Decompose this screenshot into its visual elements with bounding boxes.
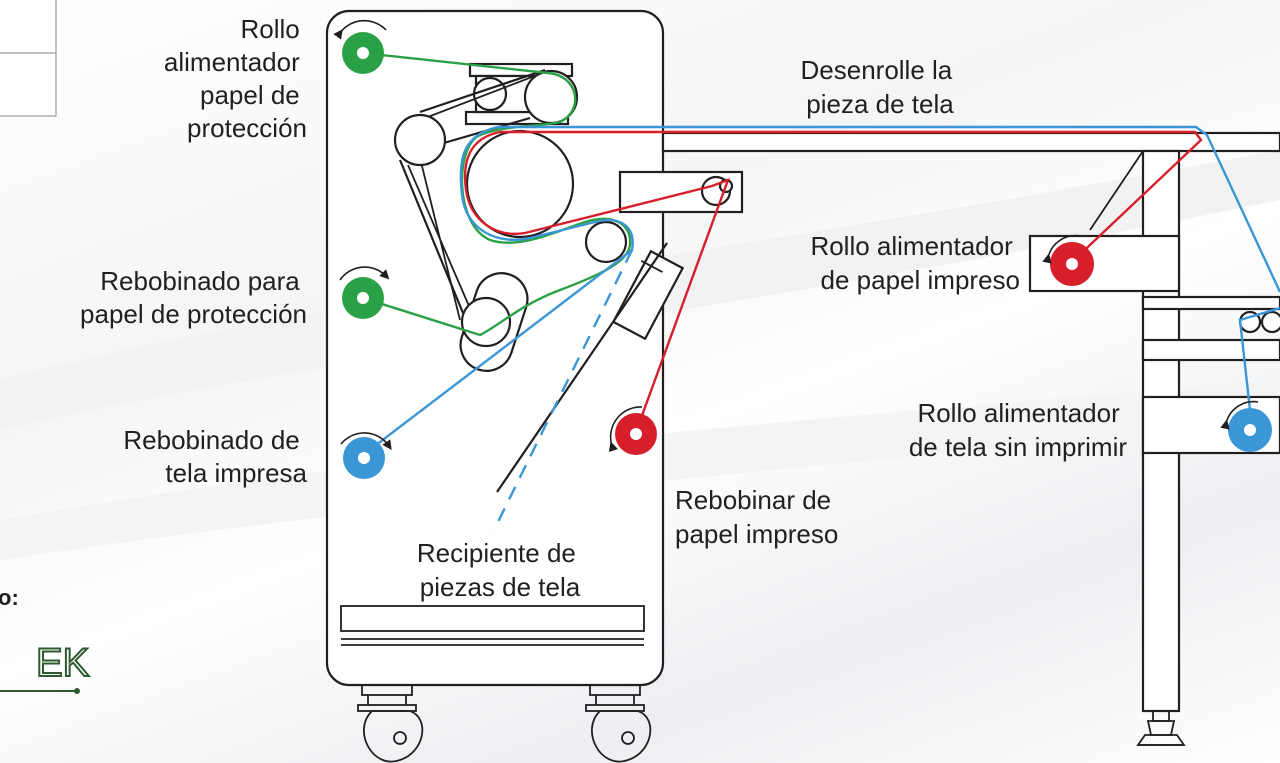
- caster-wheel-left: [357, 684, 424, 763]
- printed-fabric-rewind-roll: [340, 432, 392, 479]
- logo-text: EK: [36, 641, 90, 685]
- partial-table: [0, 0, 57, 117]
- extension-frame: [618, 131, 1280, 746]
- protective-rewind-roll: [339, 266, 390, 319]
- printed-paper-feed-roll: [1042, 234, 1094, 286]
- printed-paper-rewind-roll: [608, 406, 657, 455]
- label-printed-fabric-rewind: Rebobinado de tela impresa: [123, 425, 307, 488]
- label-fabric-bin: Recipiente de piezas de tela: [417, 538, 583, 602]
- label-protective-rewind: Rebobinado para papel de protección: [80, 266, 307, 329]
- rotation-arrow-icon: [339, 266, 390, 281]
- rotation-arrow-icon: [1220, 400, 1259, 430]
- rotation-arrow-icon: [340, 432, 392, 450]
- label-protective-feed: Rollo alimentador papel de protección: [164, 14, 307, 143]
- rotation-arrow-icon: [333, 19, 387, 40]
- protective-paper-path: [362, 51, 632, 337]
- label-printed-paper-rewind: Rebobinar de papel impreso: [675, 485, 838, 549]
- unprinted-fabric-feed-roll: [1220, 400, 1272, 452]
- label-printed-paper-feed: Rollo alimentador de papel impreso: [810, 231, 1020, 295]
- protective-feed-roll: [333, 19, 387, 74]
- rotation-arrow-icon: [608, 406, 643, 453]
- fabric-path: [362, 125, 1280, 531]
- printed-paper-path: [463, 130, 1203, 433]
- company-logo: EK: [0, 640, 91, 694]
- label-unprinted-fabric-feed: Rollo alimentador de tela sin imprimir: [909, 398, 1128, 462]
- label-unroll-fabric: Desenrolle la pieza de tela: [801, 55, 960, 119]
- caster-wheel-right: [585, 684, 652, 763]
- rotation-arrow-icon: [1042, 234, 1081, 264]
- partial-label: o:: [0, 585, 19, 610]
- roller-mechanisms: [393, 62, 1280, 493]
